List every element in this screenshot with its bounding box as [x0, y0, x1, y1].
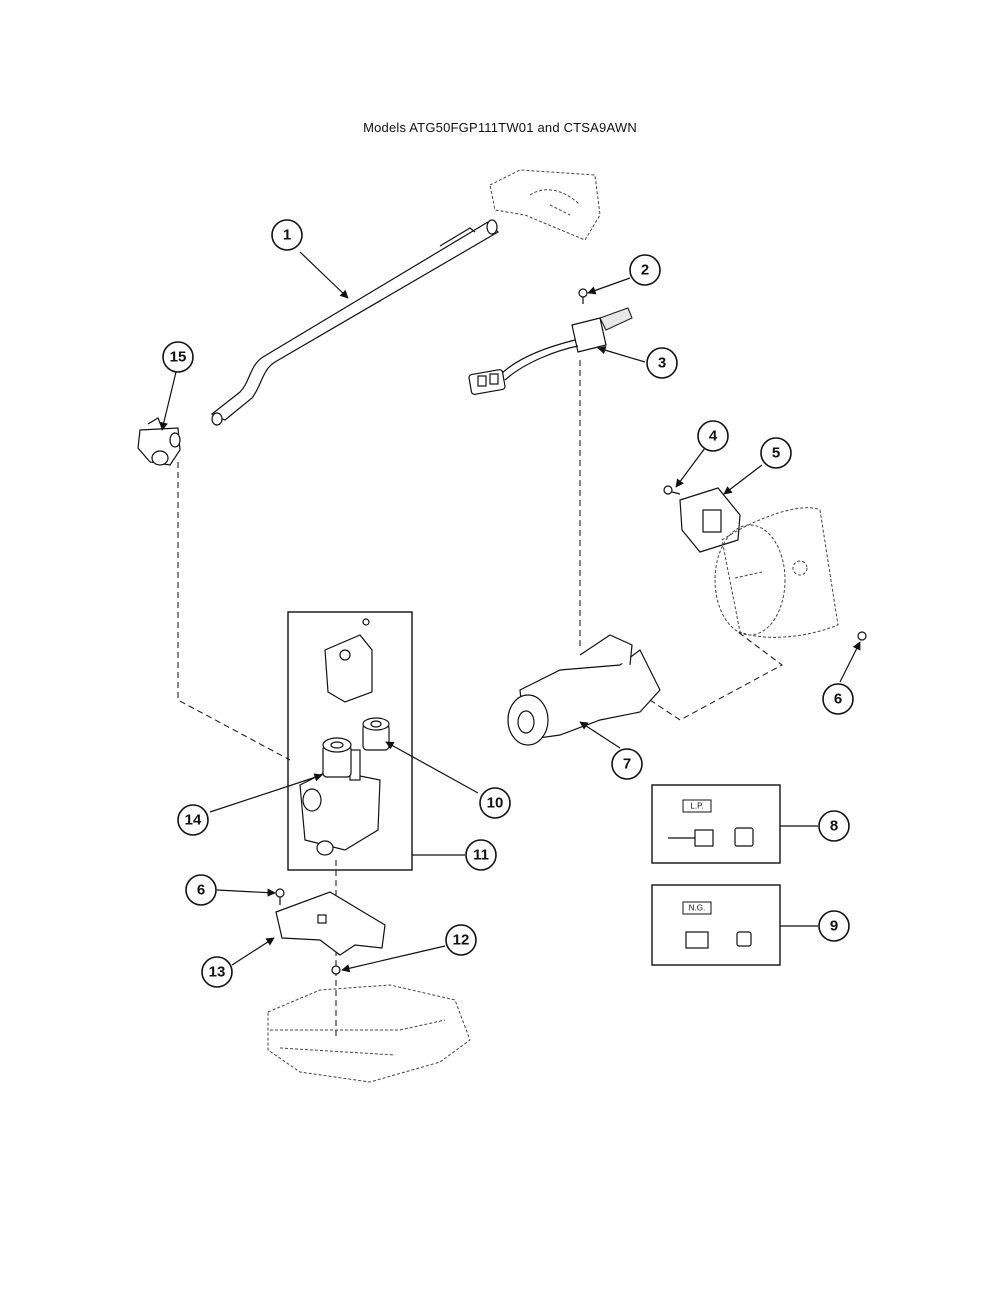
callout-1[interactable]: 1	[271, 219, 303, 251]
svg-text:11: 11	[473, 847, 489, 864]
leader-14	[209, 773, 323, 813]
callout-3[interactable]: 3	[646, 347, 678, 379]
callout-8[interactable]: 8	[818, 810, 850, 842]
leader-6-left	[216, 888, 276, 897]
leader-13	[231, 937, 275, 966]
leader-3	[597, 346, 646, 363]
leader-7	[579, 721, 621, 749]
burner-to-housing-path	[649, 631, 783, 721]
callout-7[interactable]: 7	[611, 748, 643, 780]
pipe-to-valve-path	[177, 462, 291, 761]
igniter-assembly[interactable]	[468, 307, 633, 395]
svg-text:3: 3	[658, 355, 666, 372]
bracket-screw[interactable]	[663, 485, 681, 495]
valve-assembly-box	[287, 611, 413, 871]
lp-kit-tag	[682, 799, 712, 813]
leader-12	[341, 945, 446, 973]
callout-9[interactable]: 9	[818, 910, 850, 942]
ng-kit-box	[651, 884, 781, 966]
callout-6-right[interactable]: 6	[822, 683, 854, 715]
solenoid-coil-left[interactable]	[322, 737, 352, 778]
svg-text:9: 9	[830, 918, 838, 935]
svg-text:1: 1	[283, 227, 291, 244]
callout-12[interactable]: 12	[445, 924, 477, 956]
callout-14[interactable]: 14	[177, 804, 209, 836]
callout-4[interactable]: 4	[697, 420, 729, 452]
callout-6-left[interactable]: 6	[185, 874, 217, 906]
svg-text:10: 10	[487, 795, 504, 812]
leader-15	[159, 371, 177, 431]
svg-text:13: 13	[209, 964, 226, 981]
valve-mount-bracket[interactable]	[275, 891, 386, 956]
valve-bracket-top[interactable]	[324, 618, 373, 703]
ng-regulator-spring[interactable]	[736, 931, 752, 947]
callout-10[interactable]: 10	[479, 787, 511, 819]
svg-text:2: 2	[641, 262, 649, 279]
svg-text:14: 14	[185, 812, 202, 829]
svg-text:5: 5	[772, 445, 780, 462]
svg-text:12: 12	[453, 932, 470, 949]
svg-text:15: 15	[170, 349, 187, 366]
mounting-screw-left[interactable]	[275, 888, 285, 905]
gas-pipe[interactable]	[210, 219, 499, 426]
leader-10	[385, 741, 479, 794]
lp-regulator-spring[interactable]	[734, 827, 754, 847]
svg-text:4: 4	[709, 428, 718, 445]
leader-1	[299, 251, 349, 299]
svg-text:8: 8	[830, 818, 838, 835]
callout-13[interactable]: 13	[201, 956, 233, 988]
svg-text:6: 6	[834, 691, 842, 708]
mounting-bracket[interactable]	[679, 487, 741, 553]
callout-11[interactable]: 11	[465, 839, 497, 871]
svg-text:7: 7	[623, 756, 631, 773]
ghost-rear-bracket	[489, 169, 601, 241]
lp-kit-label: L.P.	[690, 802, 703, 811]
ng-kit-tag	[682, 901, 712, 915]
ghost-base-plate	[267, 984, 471, 1083]
bracket-bottom-screw[interactable]	[331, 965, 341, 975]
housing-screw-right[interactable]	[857, 631, 867, 641]
lp-kit-box	[651, 784, 781, 864]
svg-text:6: 6	[197, 882, 205, 899]
lp-orifice[interactable]	[668, 829, 714, 847]
igniter-screw[interactable]	[578, 288, 588, 304]
solenoid-coil-right[interactable]	[362, 717, 390, 751]
burner-assembly[interactable]	[507, 634, 661, 746]
callout-15[interactable]: 15	[162, 341, 194, 373]
burner-housing	[714, 507, 839, 638]
leader-5	[723, 464, 763, 495]
ng-orifice[interactable]	[685, 931, 709, 949]
callout-2[interactable]: 2	[629, 254, 661, 286]
leader-2	[587, 277, 631, 295]
ng-kit-label: N.G.	[689, 904, 705, 913]
leader-6-right	[839, 641, 861, 683]
callout-5[interactable]: 5	[760, 437, 792, 469]
shutoff-valve[interactable]	[137, 417, 181, 466]
diagram-title: Models ATG50FGP111TW01 and CTSA9AWN	[363, 120, 637, 135]
leader-4	[675, 447, 706, 488]
